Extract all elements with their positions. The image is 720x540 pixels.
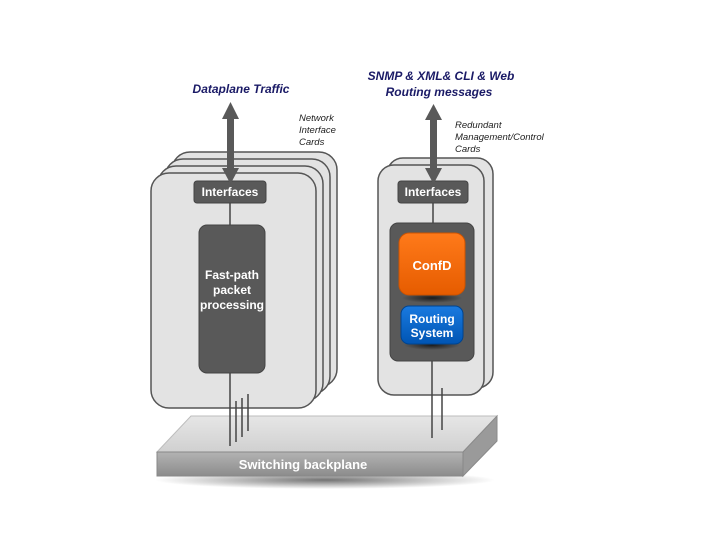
dataplane-arrow-head-up: [222, 102, 239, 119]
fastpath-label-line2: packet: [213, 283, 251, 297]
routing-label-line2: System: [411, 326, 454, 340]
routing-system-box: [400, 305, 464, 345]
dataplane-arrow-shaft: [227, 117, 234, 171]
confd-label: ConfD: [413, 258, 452, 273]
mgmt-protocols-label-line2: Routing messages: [386, 85, 493, 99]
management-arrow-head-down: [425, 168, 442, 184]
dataplane-traffic-label: Dataplane Traffic: [193, 82, 290, 96]
management-arrow: [425, 104, 442, 184]
management-arrow-shaft: [430, 118, 437, 171]
routing-label-line1: Routing: [409, 312, 454, 326]
backplane-label: Switching backplane: [239, 457, 368, 472]
management-arrow-head-up: [425, 104, 442, 120]
interfaces-label-right: Interfaces: [405, 185, 462, 199]
dataplane-arrow: [222, 102, 239, 184]
backplane-top: [155, 415, 499, 453]
nic-annotation-line3: Cards: [299, 137, 325, 148]
redundant-annotation-line3: Cards: [455, 144, 481, 155]
mgmt-protocols-label-line1: SNMP & XML& CLI & Web: [368, 69, 515, 83]
confd-box: [398, 232, 466, 296]
fastpath-label-line3: processing: [200, 298, 264, 312]
backplane-front: [156, 451, 464, 477]
fastpath-label-line1: Fast-path: [205, 268, 259, 282]
dataplane-arrow-head-down: [222, 168, 239, 184]
fastpath-box: [198, 224, 266, 374]
nic-annotation-line1: Network: [299, 113, 335, 124]
interfaces-label-left: Interfaces: [202, 185, 259, 199]
switching-backplane: Switching backplane: [155, 414, 499, 489]
management-control-cards: Interfaces ConfD Routing System: [377, 157, 494, 438]
nic-annotation-line2: Interface: [299, 125, 336, 136]
redundant-annotation-line2: Management/Control: [455, 132, 545, 143]
redundant-annotation-line1: Redundant: [455, 120, 502, 131]
network-interface-cards: Interfaces Fast-path packet processing: [150, 151, 338, 446]
